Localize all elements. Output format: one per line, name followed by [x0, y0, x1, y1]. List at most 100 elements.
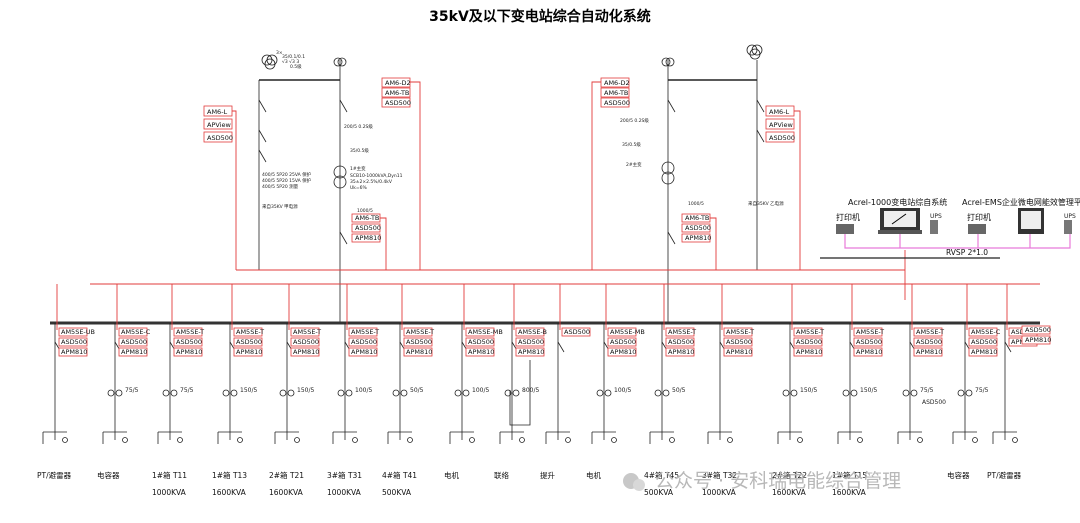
meter-label: ASD500 — [916, 338, 942, 346]
meter-box — [348, 327, 378, 337]
svg-text:ASD500: ASD500 — [355, 224, 381, 232]
meter-label: AM5SE-B — [518, 328, 547, 336]
svg-text:AM6-L: AM6-L — [207, 108, 228, 116]
meter-box — [465, 327, 495, 337]
meter-box — [290, 337, 320, 347]
meter-label: ASD500 — [518, 338, 544, 346]
svg-text:APView: APView — [207, 121, 231, 129]
ct-label-left: 200/5 0.2S级 — [344, 123, 373, 130]
meter-label: AM5SE-T — [856, 328, 884, 336]
pt-label-left: 3× — [276, 50, 283, 56]
meter-label: ASD500 — [61, 338, 87, 346]
ups-label-2: UPS — [1064, 213, 1076, 220]
meter-label: AM5SE-T — [406, 328, 434, 336]
svg-text:APView: APView — [769, 121, 793, 129]
meter-box — [607, 327, 637, 337]
meter-box — [173, 337, 203, 347]
ups-label-1: UPS — [930, 213, 942, 220]
meter-group-top-right: AM6-D2 AM6-TB ASD500 — [600, 77, 630, 108]
system1-label: Acrel-1000变电站综自系统 — [848, 197, 947, 207]
ct-out-left: 1000/5 — [357, 208, 373, 214]
meter-box — [118, 347, 148, 357]
feeder-label: PT/避雷器 — [37, 470, 72, 480]
cable-label: RVSP 2*1.0 — [946, 248, 988, 257]
meter-label: AM5SE-T — [176, 328, 204, 336]
meter-label: ASD500 — [668, 338, 694, 346]
ct-rating: 150/5 — [240, 387, 257, 394]
svg-text:ASD500: ASD500 — [604, 99, 630, 107]
meter-label: AM5SE-C — [121, 328, 151, 336]
meter-label: AM5SE-MB — [468, 328, 503, 336]
meter-box — [607, 337, 637, 347]
meter-box — [58, 337, 88, 347]
standby-source-left: 来自35KV 甲电源 — [262, 203, 298, 210]
meter-label: APM810 — [351, 348, 377, 356]
meter-box — [118, 327, 148, 337]
meter-right-extra: ASD500 APM810 — [1021, 325, 1051, 345]
meter-box — [968, 347, 998, 357]
feeder-label: 2#箱 T22 — [772, 470, 807, 480]
left-incoming: 3× 35/0.1/0.1 √3 √3 3 0.5级 400/5 5P20 25… — [203, 50, 421, 323]
meter-box — [233, 347, 263, 357]
feeder-label: 1#箱 T11 — [152, 470, 187, 480]
meter-label: APM810 — [610, 348, 636, 356]
pt-values-left: 35/0.1/0.1 — [282, 54, 305, 60]
feeder-label: 电容器 — [947, 470, 970, 480]
meter-box — [853, 347, 883, 357]
meter-label: AM5SE-T — [236, 328, 264, 336]
feeder-label: 3#箱 T32 — [702, 470, 737, 480]
meter-box — [968, 337, 998, 347]
meter-label: APM810 — [668, 348, 694, 356]
feeder-label: 4#箱 T45 — [644, 470, 679, 480]
ct-protect2-left: 400/5 5P20 15VA 保护 — [262, 177, 312, 184]
meter-label: APM810 — [518, 348, 544, 356]
pt-small-right: 35/0.5级 — [622, 141, 641, 148]
meter-box — [968, 327, 998, 337]
meter-label: APM810 — [236, 348, 262, 356]
feeder-label: 3#箱 T31 — [327, 470, 362, 480]
meter-box — [913, 327, 943, 337]
pt-class-left: 0.5级 — [290, 63, 302, 70]
meter-box — [403, 337, 433, 347]
ct-measure-left: 400/5 5P20 测量 — [262, 183, 299, 190]
ct-rating: 800/5 — [522, 387, 539, 394]
feeder-group: AM5SE-UBASD500APM810PT/避雷器AM5SE-CASD500A… — [37, 284, 1038, 497]
meter-label: ASD500 — [468, 338, 494, 346]
svg-text:AM6-TB: AM6-TB — [385, 89, 409, 97]
meter-label: AM5SE-UB — [61, 328, 95, 336]
meter-box — [793, 337, 823, 347]
feeder-label: 4#箱 T41 — [382, 470, 417, 480]
meter-label: AM5SE-T — [916, 328, 944, 336]
meter-label: ASD500 — [971, 338, 997, 346]
feeder-rating: 500KVA — [382, 488, 412, 497]
standby-transformer-right-icon — [746, 44, 763, 60]
meter-box — [290, 347, 320, 357]
ct-rating: 150/5 — [860, 387, 877, 394]
main-transformer-1-icon — [333, 165, 347, 189]
ct-rating: 150/5 — [800, 387, 817, 394]
right-incoming: 来自35KV 乙电源 200/5 0.2S级 35/0.5级 2#主变 1000… — [591, 44, 801, 323]
meter-box — [853, 327, 883, 337]
meter-box — [913, 337, 943, 347]
meter-label: APM810 — [176, 348, 202, 356]
meter-box — [403, 327, 433, 337]
ct-rating: 50/5 — [410, 387, 424, 394]
meter-box — [173, 327, 203, 337]
feeder-rating: 1600KVA — [832, 488, 867, 497]
meter-label: AM5SE-T — [796, 328, 824, 336]
transformer-top-left-icon — [333, 57, 347, 67]
meter-label: APM810 — [856, 348, 882, 356]
feeder-rating: 500KVA — [644, 488, 674, 497]
main-transformer-2-icon — [661, 161, 675, 185]
wechat-icon — [623, 473, 645, 491]
feeder-label: 联络 — [494, 470, 509, 480]
transformer1-spec: SCB10-1000kVA,Dyn11 — [350, 173, 403, 179]
meter-box — [793, 347, 823, 357]
